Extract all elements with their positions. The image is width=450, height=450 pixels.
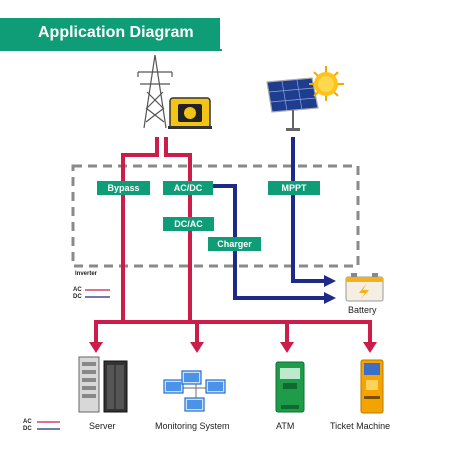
- ticket-machine-label: Ticket Machine: [330, 421, 391, 431]
- acdc-label: AC/DC: [163, 181, 213, 195]
- server-icon: [78, 356, 128, 413]
- battery-label: Battery: [348, 305, 377, 315]
- solar-panel-icon: [266, 77, 319, 131]
- ac-lines: [94, 137, 372, 342]
- atm-label: ATM: [276, 421, 295, 431]
- server-label: Server: [89, 421, 116, 431]
- inverter-label: Inverter: [75, 271, 98, 277]
- charger-label: Charger: [208, 237, 261, 251]
- monitoring-system-icon: [163, 370, 226, 412]
- ac-line-rectifier: [164, 137, 192, 322]
- arrow-battery-mppt: [324, 275, 336, 287]
- arrow-ticket: [363, 342, 377, 353]
- arrow-server: [89, 342, 103, 353]
- arrow-monitoring: [190, 342, 204, 353]
- mppt-label: MPPT: [268, 181, 320, 195]
- legend-dc-label: DC: [73, 294, 82, 300]
- dc-arrows: [324, 275, 336, 304]
- battery-icon: [345, 273, 384, 302]
- inverter-box: [71, 164, 360, 268]
- arrow-atm: [280, 342, 294, 353]
- sun-icon: [309, 66, 344, 101]
- ticket-machine-icon: [360, 359, 384, 414]
- dc-line-mppt: [291, 137, 325, 283]
- title-underline: [0, 49, 222, 51]
- page-title: Application Diagram: [38, 24, 194, 41]
- dc-lines: [212, 137, 325, 300]
- generator-icon: [168, 97, 212, 129]
- dcac-label: DC/AC: [163, 217, 214, 231]
- arrow-battery-charger: [324, 292, 336, 304]
- ac-line-bypass: [121, 137, 159, 322]
- title-banner: Application Diagram: [0, 18, 220, 50]
- legend-ac-label-bottom: AC: [23, 419, 32, 425]
- legend-ac-label: AC: [73, 287, 82, 293]
- legend-bottom: [37, 421, 60, 430]
- legend-dc-label-bottom: DC: [23, 426, 32, 432]
- bypass-label: Bypass: [97, 181, 150, 195]
- atm-icon: [275, 361, 305, 413]
- power-tower-icon: [137, 54, 173, 129]
- monitoring-system-label: Monitoring System: [155, 421, 230, 431]
- legend-mid: [85, 289, 110, 298]
- ac-arrows: [89, 342, 377, 353]
